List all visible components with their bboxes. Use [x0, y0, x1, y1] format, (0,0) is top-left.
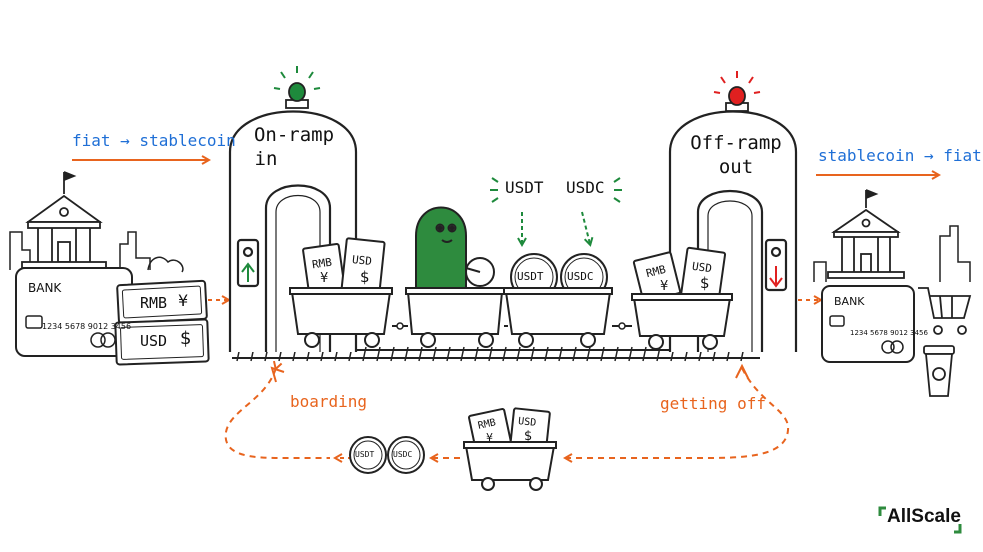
offcart-note-usd-sym: $	[700, 274, 710, 292]
green-signal-light-icon	[273, 66, 321, 109]
rail-tie	[572, 346, 577, 362]
up-arrow-icon	[241, 262, 255, 282]
bottom-cart	[463, 407, 557, 491]
rail-tie	[432, 346, 437, 362]
rail-tie	[600, 346, 605, 362]
usdt-top-label: USDT	[505, 178, 544, 197]
rail-tie	[390, 346, 395, 362]
cart-note-rmb: RMB	[311, 255, 333, 272]
rail-tie	[376, 346, 381, 362]
left-card-number: 1234 5678 9012 3456	[42, 322, 132, 331]
rail-tie	[642, 346, 647, 362]
left-card-bank: BANK	[28, 281, 62, 295]
bottom-cart-note-usd-sym: $	[524, 429, 533, 444]
cart-note-usd: USD	[351, 252, 373, 269]
offcart-note-usd: USD	[691, 259, 713, 276]
rail-tie	[362, 346, 367, 362]
bottom-coin-usdc: USDC	[393, 450, 413, 459]
rail-tie	[516, 346, 521, 362]
rail-tie	[418, 346, 423, 362]
coffee-cup-icon	[923, 345, 955, 397]
rail-tie	[502, 346, 507, 362]
rail-tie	[558, 346, 563, 362]
cart-driver	[405, 206, 505, 348]
city-skyline-icon	[813, 225, 971, 282]
rail-tie	[614, 346, 619, 362]
down-arrow-icon	[769, 266, 783, 288]
cart-fiat-on	[289, 237, 393, 348]
brand-name: AllScale	[887, 506, 961, 527]
rail-tie	[628, 346, 633, 362]
boarding-label: boarding	[290, 392, 368, 411]
fiat-to-stablecoin-label: fiat → stablecoin	[72, 131, 236, 150]
note-rmb-symbol: ¥	[178, 291, 189, 310]
onramp-subtitle: in	[254, 148, 278, 170]
right-card-bank: BANK	[834, 295, 865, 308]
bottom-cart-note-rmb-sym: ¥	[486, 431, 493, 444]
cart-note-usd-sym: $	[360, 268, 370, 286]
bank-building-icon	[827, 189, 905, 279]
note-usd-symbol: $	[180, 328, 192, 349]
fiat-notes	[114, 279, 210, 366]
cart-coins	[503, 253, 613, 348]
credit-card-icon	[15, 267, 133, 357]
onramp-title: On-ramp	[253, 124, 335, 146]
rail-tie	[488, 346, 493, 362]
driver-character	[415, 206, 467, 293]
offramp-title: Off-ramp	[690, 132, 782, 154]
stablecoin-to-fiat-label: stablecoin → fiat	[818, 146, 982, 165]
shopping-cart-icon	[918, 287, 972, 335]
rail-tie	[544, 346, 549, 362]
steering-wheel-icon	[465, 257, 495, 287]
note-usd-label: USD	[140, 332, 168, 350]
cart-note-rmb-sym: ¥	[320, 271, 329, 286]
credit-card-icon	[821, 285, 915, 363]
getting-off-label: getting off	[660, 394, 766, 413]
rail-tie	[530, 346, 535, 362]
bank-building-icon	[21, 171, 107, 269]
coin-usdt-label: USDT	[517, 270, 544, 283]
offcart-note-rmb-sym: ¥	[660, 279, 669, 294]
rail-tie	[446, 346, 451, 362]
city-skyline-icon	[9, 231, 184, 273]
bottom-coin-usdt: USDT	[355, 450, 375, 459]
bottom-cart-note-usd: USD	[517, 416, 537, 429]
allscale-logo-icon	[878, 506, 962, 534]
rail-tie	[656, 346, 661, 362]
bottom-coins	[349, 436, 425, 474]
usdc-top-label: USDC	[566, 178, 605, 197]
rail-tie	[474, 346, 479, 362]
right-card-number: 1234 5678 9012 3456	[850, 329, 928, 337]
coin-usdc-label: USDC	[567, 270, 594, 283]
note-rmb-label: RMB	[140, 294, 168, 312]
rail-tie	[586, 346, 591, 362]
rail-tie	[404, 346, 409, 362]
red-signal-light-icon	[713, 71, 761, 112]
cart-fiat-off	[631, 246, 733, 350]
offramp-subtitle: out	[718, 156, 754, 178]
rail-tie	[460, 346, 465, 362]
